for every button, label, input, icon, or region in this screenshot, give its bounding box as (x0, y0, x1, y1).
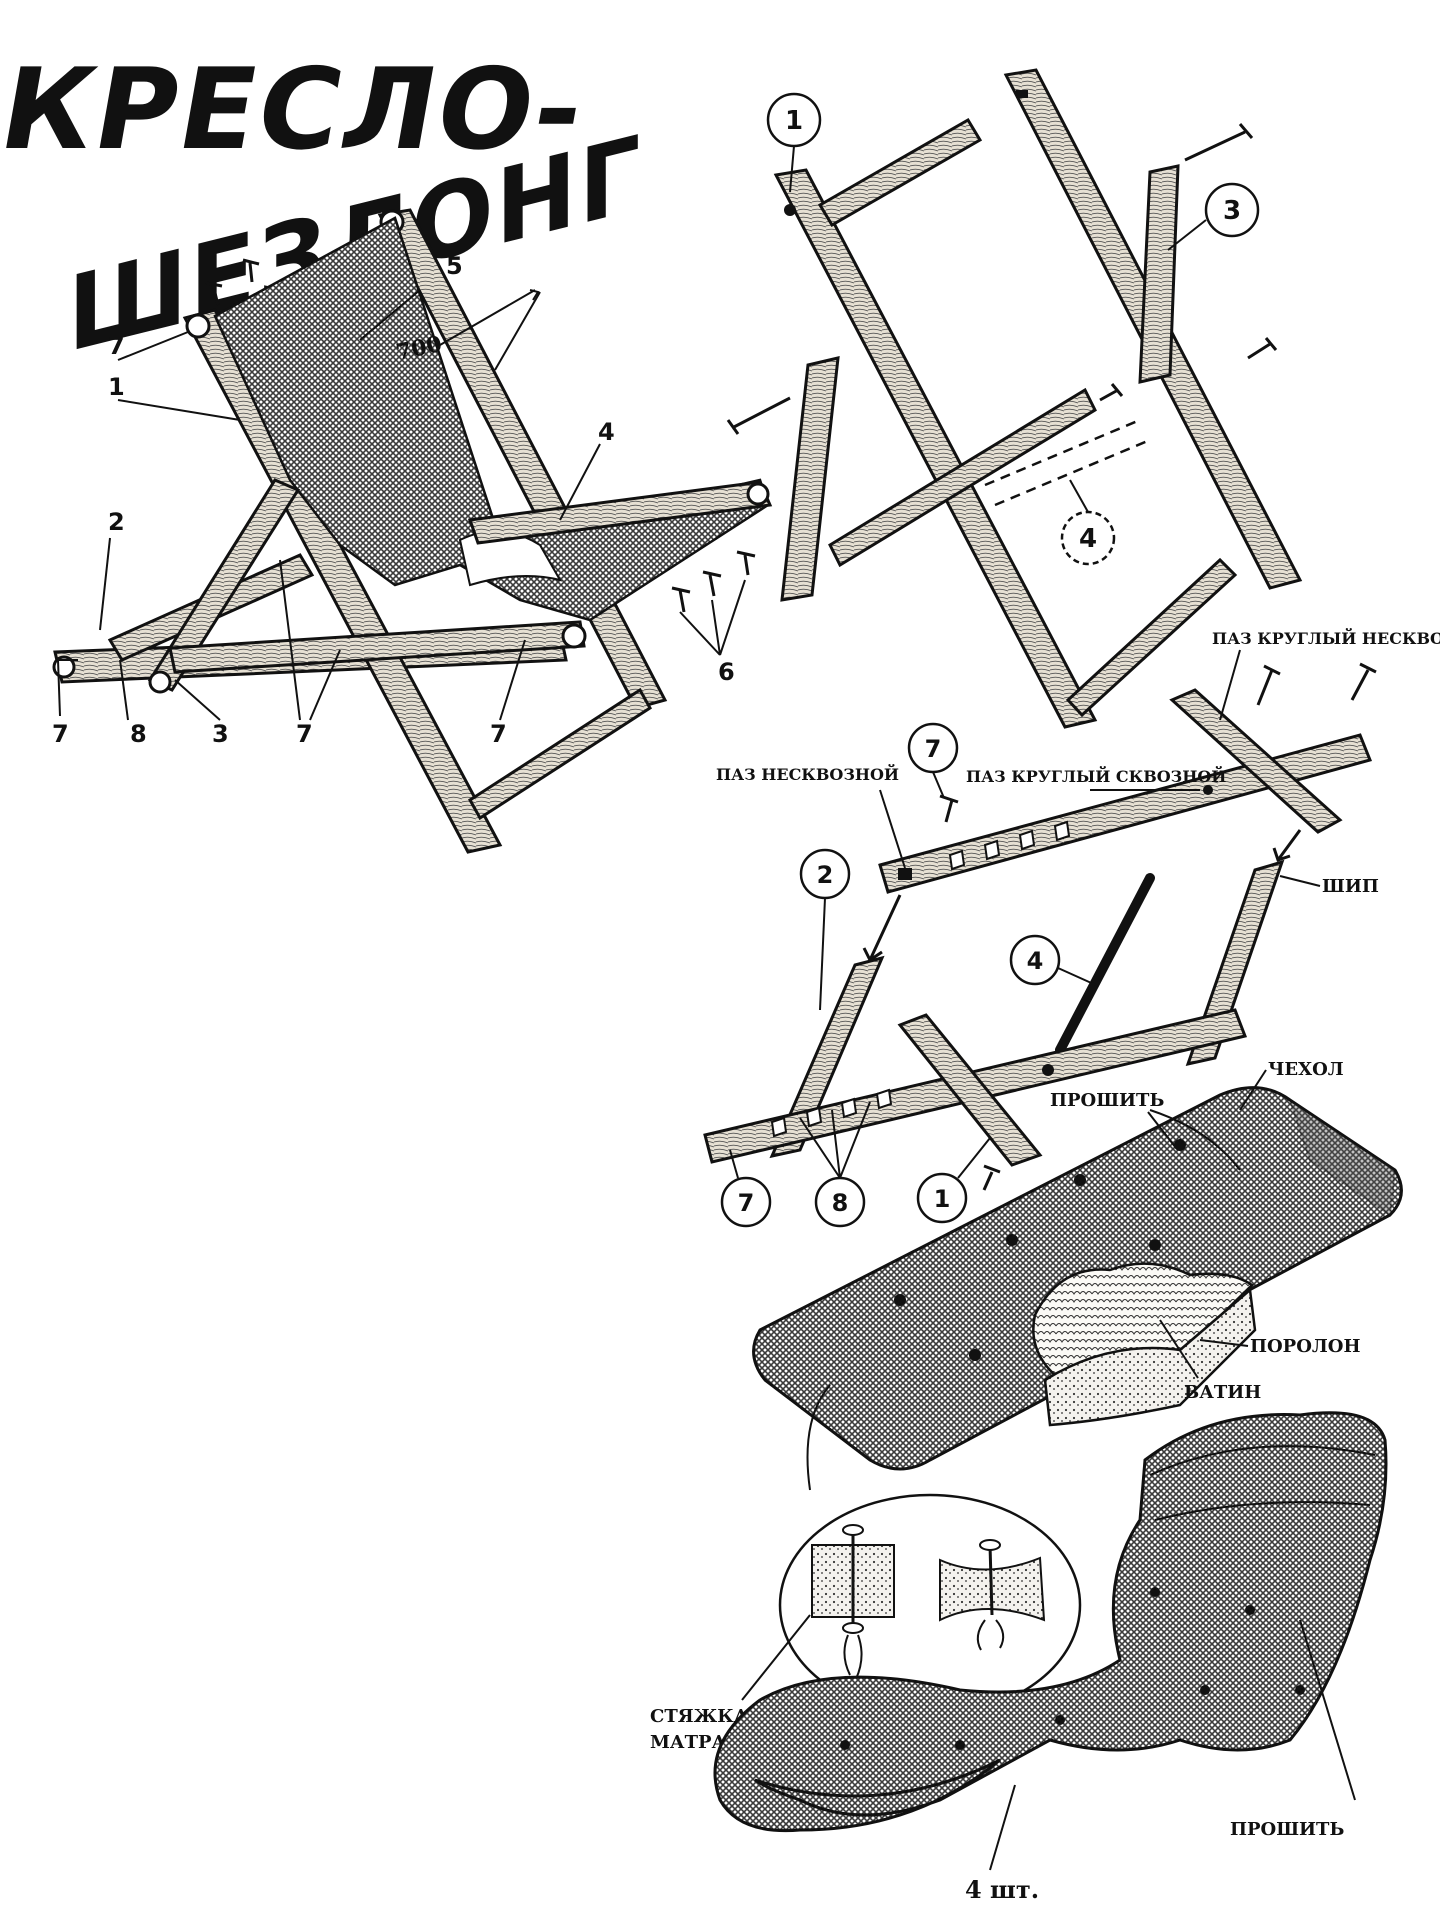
title-line-1: КРЕСЛО- (0, 44, 595, 175)
chair-pad: ПРОШИТЬ 4 шт. (713, 1411, 1388, 1904)
callout-7-bottom-left: 7 (52, 720, 69, 748)
marker-1-back: 1 (766, 92, 822, 193)
marker-8-base: 8 (799, 1101, 871, 1228)
marker-7-base-bottom: 7 (720, 1149, 772, 1228)
marker-7-base-top: 7 (907, 722, 959, 799)
base-post-right (1185, 859, 1285, 1067)
callout-1: 1 (108, 373, 125, 401)
marker-4-back: 4 (1060, 479, 1116, 566)
label-groove-blind-round: ПАЗ КРУГЛЫЙ НЕСКВОЗНОЙ (1212, 627, 1440, 648)
frame-crossbar-bottom (468, 687, 652, 821)
mattress: ЧЕХОЛ ПРОШИТЬ ПОРОЛОН ВАТИН (752, 1059, 1403, 1471)
base-post-left (769, 955, 885, 1159)
back-rail-left (773, 168, 1098, 729)
marker-3-back: 3 (1167, 182, 1260, 251)
callout-7-bottom-right: 7 (490, 720, 507, 748)
label-groove-blind: ПАЗ НЕСКВОЗНОЙ (716, 763, 899, 784)
exploded-back-frame: 1 3 4 (726, 68, 1303, 729)
label-cover: ЧЕХОЛ (1268, 1059, 1344, 1080)
label-quantity: 4 шт. (965, 1875, 1039, 1904)
mattress-tufts (894, 1139, 1186, 1361)
label-stitch-top: ПРОШИТЬ (1050, 1090, 1164, 1111)
stitch-line (1149, 1109, 1241, 1171)
label-batting: ВАТИН (1184, 1382, 1261, 1403)
base-screw-icons (862, 662, 1377, 1191)
svg-text:8: 8 (832, 1189, 849, 1217)
base-crossbar-1 (897, 1013, 1043, 1167)
svg-text:7: 7 (925, 735, 942, 763)
base-rod-4 (1055, 873, 1155, 1055)
label-tenon: ШИП (1322, 876, 1379, 897)
leader-groove-blind-round (1219, 649, 1241, 721)
assembled-chair: 700 7 1 2 7 8 3 7 7 5 4 6 (52, 208, 773, 854)
callout-2: 2 (108, 508, 125, 536)
marker-2-base: 2 (799, 848, 851, 1011)
callout-7-bottom-mid: 7 (296, 720, 313, 748)
back-crossbar-bottom (1065, 557, 1238, 718)
back-leg-left (780, 356, 840, 602)
svg-text:3: 3 (1223, 196, 1241, 226)
screw-icons (205, 258, 756, 613)
leader-tenon (1279, 875, 1321, 887)
label-tie-line1: СТЯЖКА (650, 1706, 749, 1727)
label-stitch-bottom: ПРОШИТЬ (1230, 1819, 1344, 1840)
back-strut-3 (1138, 164, 1180, 384)
base-rear-crossbar (1169, 688, 1343, 834)
back-screw-icons (726, 123, 1278, 435)
svg-text:4: 4 (1027, 947, 1044, 975)
callout-7-top: 7 (108, 332, 125, 360)
frame-side-front (182, 308, 503, 854)
leader-groove-blind (879, 789, 906, 869)
callout-6: 6 (718, 658, 735, 686)
callout-5: 5 (446, 252, 463, 280)
marker-4-base: 4 (1009, 934, 1099, 987)
base-upper-rail (878, 733, 1373, 894)
support-strut (147, 478, 301, 694)
svg-text:7: 7 (738, 1189, 755, 1217)
back-crossbar-middle (828, 387, 1097, 568)
exploded-base: 7 2 4 7 8 1 ПАЗ КРУГЛЫ (703, 627, 1440, 1228)
label-foam: ПОРОЛОН (1250, 1336, 1361, 1357)
svg-text:1: 1 (934, 1185, 951, 1213)
hidden-rod-4 (984, 418, 1151, 507)
svg-text:1: 1 (785, 106, 803, 136)
callout-3: 3 (212, 720, 229, 748)
back-crossbar-top (817, 117, 983, 228)
callout-8: 8 (130, 720, 147, 748)
svg-text:4: 4 (1079, 524, 1097, 554)
svg-text:2: 2 (817, 861, 834, 889)
marker-1-base: 1 (916, 1137, 991, 1224)
armrest-bar (467, 480, 773, 545)
callout-4: 4 (598, 418, 615, 446)
label-groove-through-round: ПАЗ КРУГЛЫЙ СКВОЗНОЙ (966, 765, 1226, 786)
callout-leaders (56, 289, 746, 721)
base-rail-front (168, 620, 587, 674)
pad-tufts (840, 1587, 1305, 1750)
tie-detail: СТЯЖКА МАТРАСА (650, 1384, 1082, 1753)
